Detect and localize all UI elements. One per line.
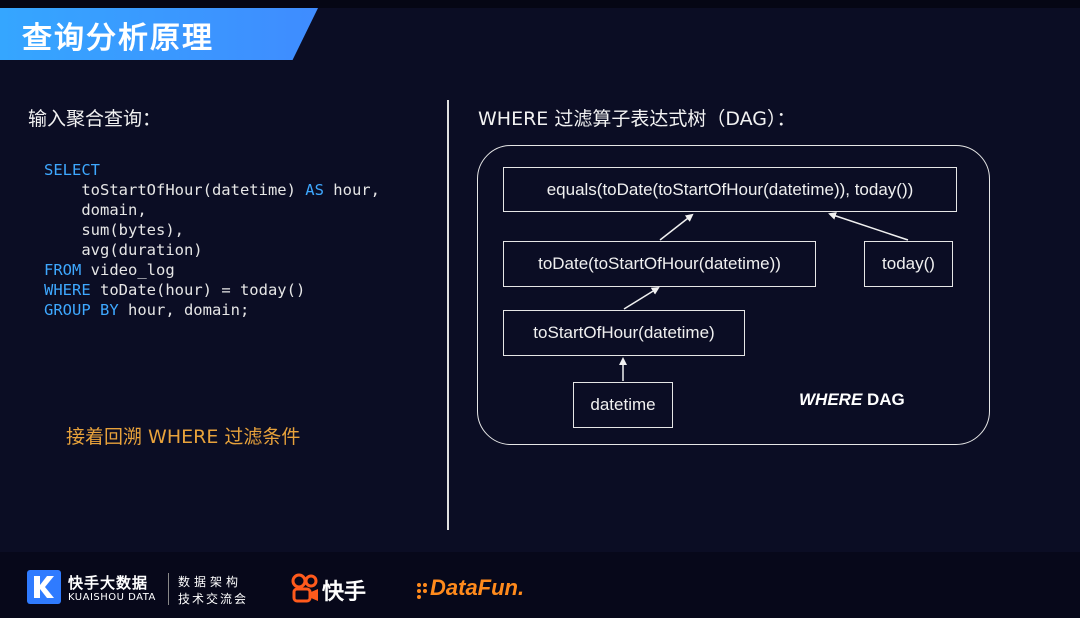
sql-select-keyword: SELECT <box>44 161 100 179</box>
dag-node-today: today() <box>864 241 953 287</box>
sql-from-keyword: FROM <box>44 261 82 279</box>
kuaishou-data-brand: 快手大数据 <box>68 574 149 592</box>
right-heading: WHERE 过滤算子表达式树（DAG）： <box>478 108 796 130</box>
left-heading: 输入聚合查询： <box>28 108 162 130</box>
sql-select-line-1-tail: hour, <box>323 181 380 199</box>
datafun-logo-icon <box>417 583 427 599</box>
sql-group-by-clause: hour, domain; <box>118 301 250 319</box>
dag-caption-dag: DAG <box>862 390 905 409</box>
sql-select-line-2: domain, <box>81 201 147 219</box>
sql-select-line-3: sum(bytes), <box>81 221 184 239</box>
dag-node-tostartofhour: toStartOfHour(datetime) <box>503 310 745 356</box>
sql-where-clause: toDate(hour) = today() <box>90 281 306 299</box>
event-name-line-1: 数据架构 <box>178 575 243 589</box>
dag-node-equals: equals(toDate(toStartOfHour(datetime)), … <box>503 167 957 212</box>
note-text: 接着回溯 WHERE 过滤条件 <box>66 426 301 448</box>
kuaishou-brand: 快手 <box>322 580 367 605</box>
footer-brand-separator <box>168 573 169 605</box>
sql-as-keyword: AS <box>305 181 324 199</box>
title-bar <box>0 8 318 60</box>
sql-select-line-4: avg(duration) <box>81 241 203 259</box>
kuaishou-data-brand-en: KUAISHOU DATA <box>68 592 156 603</box>
dag-node-todate: toDate(toStartOfHour(datetime)) <box>503 241 816 287</box>
footer <box>0 552 1080 618</box>
dag-node-datetime: datetime <box>573 382 673 428</box>
sql-from-clause: video_log <box>81 261 175 279</box>
datafun-brand-name: DataFun <box>430 575 518 600</box>
sql-group-by-keyword: GROUP BY <box>44 301 119 319</box>
dag-frame <box>477 145 990 445</box>
dag-caption-where: WHERE <box>799 390 863 409</box>
sql-select-line-1: toStartOfHour(datetime) <box>81 181 306 199</box>
slide-title: 查询分析原理 <box>22 21 214 56</box>
datafun-brand-dot: . <box>518 575 525 600</box>
datafun-brand: DataFun. <box>430 575 524 601</box>
sql-code-block: SELECT toStartOfHour(datetime) AS hour, … <box>44 160 380 326</box>
kuaishou-logo-icon <box>291 573 318 603</box>
dag-caption: WHERE DAG <box>799 390 905 410</box>
event-name-line-2: 技术交流会 <box>178 592 249 606</box>
sql-where-keyword: WHERE <box>44 281 91 299</box>
top-band <box>0 0 1080 8</box>
kuaishou-data-logo-icon <box>27 570 61 604</box>
column-divider <box>447 100 449 530</box>
